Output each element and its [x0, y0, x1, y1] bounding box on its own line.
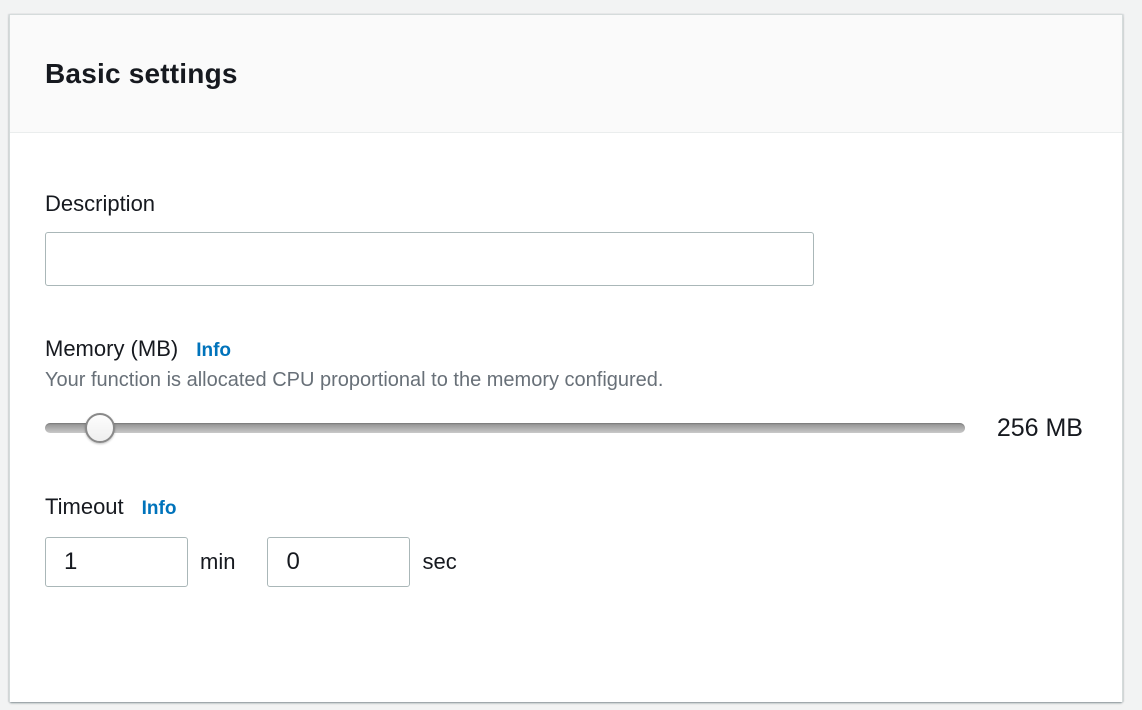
memory-slider-row: 256 MB [45, 412, 1087, 444]
memory-label: Memory (MB) [45, 336, 179, 361]
timeout-inputs-row: min sec [45, 537, 1087, 587]
timeout-info-link[interactable]: Info [141, 498, 177, 519]
description-input[interactable] [45, 232, 814, 286]
memory-label-row: Memory (MB) Info [45, 336, 1087, 362]
timeout-seconds-input[interactable] [267, 537, 411, 587]
memory-info-link[interactable]: Info [196, 340, 232, 361]
timeout-label: Timeout [45, 494, 124, 519]
memory-slider-track[interactable] [45, 423, 965, 433]
timeout-field-group: Timeout Info min sec [45, 494, 1087, 587]
memory-helper-text: Your function is allocated CPU proportio… [45, 369, 664, 391]
panel-header: Basic settings [10, 15, 1122, 133]
timeout-seconds-unit-label: sec [422, 549, 457, 574]
description-label: Description [45, 191, 156, 216]
memory-value-display: 256 MB [996, 413, 1083, 442]
description-field-group: Description [45, 191, 1087, 286]
memory-slider-knob[interactable] [85, 413, 116, 443]
panel-body: Description Memory (MB) Info Your functi… [10, 133, 1122, 587]
memory-slider[interactable] [45, 412, 965, 444]
memory-field-group: Memory (MB) Info Your function is alloca… [45, 336, 1087, 444]
timeout-minutes-unit-label: min [200, 549, 236, 574]
timeout-minutes-input[interactable] [45, 537, 188, 587]
panel-title: Basic settings [45, 57, 238, 89]
basic-settings-panel: Basic settings Description Memory (MB) I… [9, 14, 1123, 702]
timeout-label-row: Timeout Info [45, 494, 1087, 520]
